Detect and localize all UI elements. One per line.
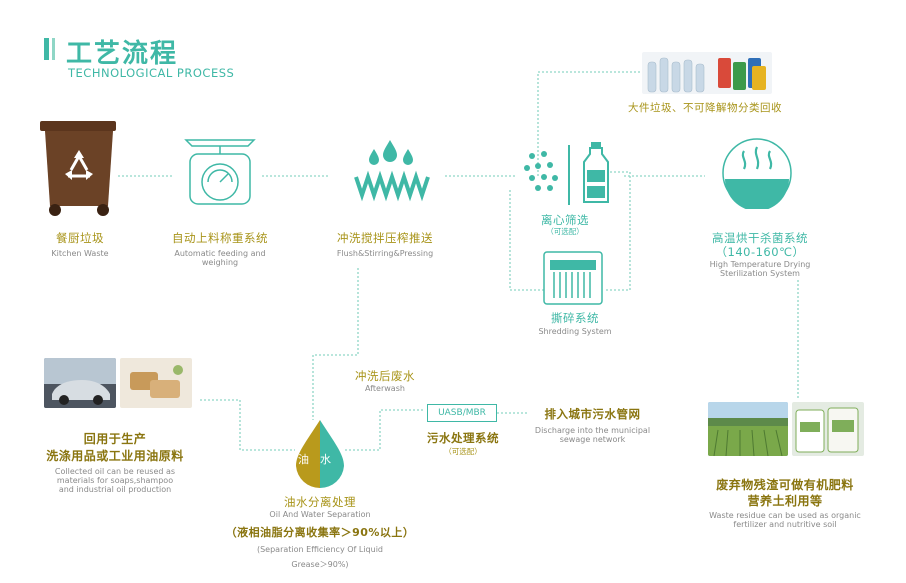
oil-water-drop-icon: [296, 420, 344, 489]
header-bar-icon-light: [52, 38, 55, 60]
centrifugal-note: （可选配）: [546, 227, 584, 236]
uasb-box: UASB/MBR: [427, 404, 497, 422]
oil-water-label-en: Oil And Water Separation: [269, 510, 371, 519]
recyclables-photo: [642, 52, 772, 94]
steam-bowl-icon: [722, 138, 792, 209]
bottle-icon: [583, 142, 609, 203]
uasb-label: 污水处理系统: [427, 431, 499, 445]
fertilizer-label-en-1: Waste residue can be used as organic: [709, 511, 861, 520]
recycle-bin-icon: [40, 121, 116, 216]
feeding-label-en-2: weighing: [201, 258, 239, 267]
drying-label-en-2: Sterilization System: [720, 269, 800, 278]
flush-label-en: Flush&Stirring&Pressing: [336, 249, 434, 258]
centrifugal-dots-icon: [524, 151, 558, 191]
feeding-label: 自动上料称重系统: [172, 231, 268, 245]
fertilizer-label-en-2: fertilizer and nutritive soil: [733, 520, 837, 529]
fertilizer-label-1: 废弃物残渣可做有机肥料: [716, 478, 854, 492]
soap-photo: [120, 358, 192, 408]
reuse-label-en-2: materials for soaps,shampoo: [56, 476, 174, 485]
water-label: 水: [320, 453, 331, 466]
sewage-label-en-1: Discharge into the municipal: [534, 426, 651, 435]
field-photo: [708, 402, 788, 456]
kitchen-waste-label: 餐厨垃圾: [56, 231, 104, 245]
oil-water-rate-en-1: (Separation Efficiency Of Liquid: [256, 545, 384, 554]
drying-label: 高温烘干杀菌系统: [712, 231, 808, 245]
page-subtitle: TECHNOLOGICAL PROCESS: [68, 66, 235, 80]
feeding-label-en-1: Automatic feeding and: [174, 249, 266, 258]
sewage-label-en-2: sewage network: [559, 435, 626, 444]
drying-label-en-1: High Temperature Drying: [709, 260, 811, 269]
oil-water-rate: （液相油脂分离收集率＞90%以上）: [225, 526, 415, 539]
shredding-label-en: Shredding System: [538, 327, 612, 336]
uasb-note: （可选配）: [444, 447, 482, 456]
weighing-scale-icon: [184, 139, 256, 205]
reuse-label-en-1: Collected oil can be reused as: [54, 467, 176, 476]
header-bar-icon: [44, 38, 49, 60]
reuse-label-en-3: and industrial oil production: [58, 485, 172, 494]
fertilizer-bag-photo: [792, 402, 864, 456]
drying-temp: （140-160℃）: [715, 245, 805, 259]
car-photo: [44, 358, 116, 408]
separator-line: [568, 145, 570, 205]
recycle-label: 大件垃圾、不可降解物分类回收: [628, 102, 782, 114]
reuse-label-2: 洗涤用品或工业用油原料: [46, 449, 184, 463]
afterwash-label: 冲洗后废水: [355, 369, 415, 383]
centrifugal-label: 离心筛选: [541, 213, 589, 227]
water-drops-icon: [354, 140, 430, 202]
page-title: 工艺流程: [66, 39, 179, 69]
shredder-icon: [543, 251, 603, 305]
sewage-label: 排入城市污水管网: [544, 407, 641, 421]
afterwash-label-en: Afterwash: [365, 384, 405, 393]
flush-label: 冲洗搅拌压榨推送: [337, 231, 433, 245]
kitchen-waste-label-en: Kitchen Waste: [51, 249, 109, 258]
oil-label: 油: [298, 453, 309, 466]
oil-water-rate-en-2: Grease＞90%): [291, 560, 349, 569]
shredding-label: 撕碎系统: [551, 311, 599, 325]
oil-water-label: 油水分离处理: [284, 495, 356, 509]
fertilizer-label-2: 营养土利用等: [747, 494, 823, 508]
reuse-label-1: 回用于生产: [83, 432, 147, 446]
